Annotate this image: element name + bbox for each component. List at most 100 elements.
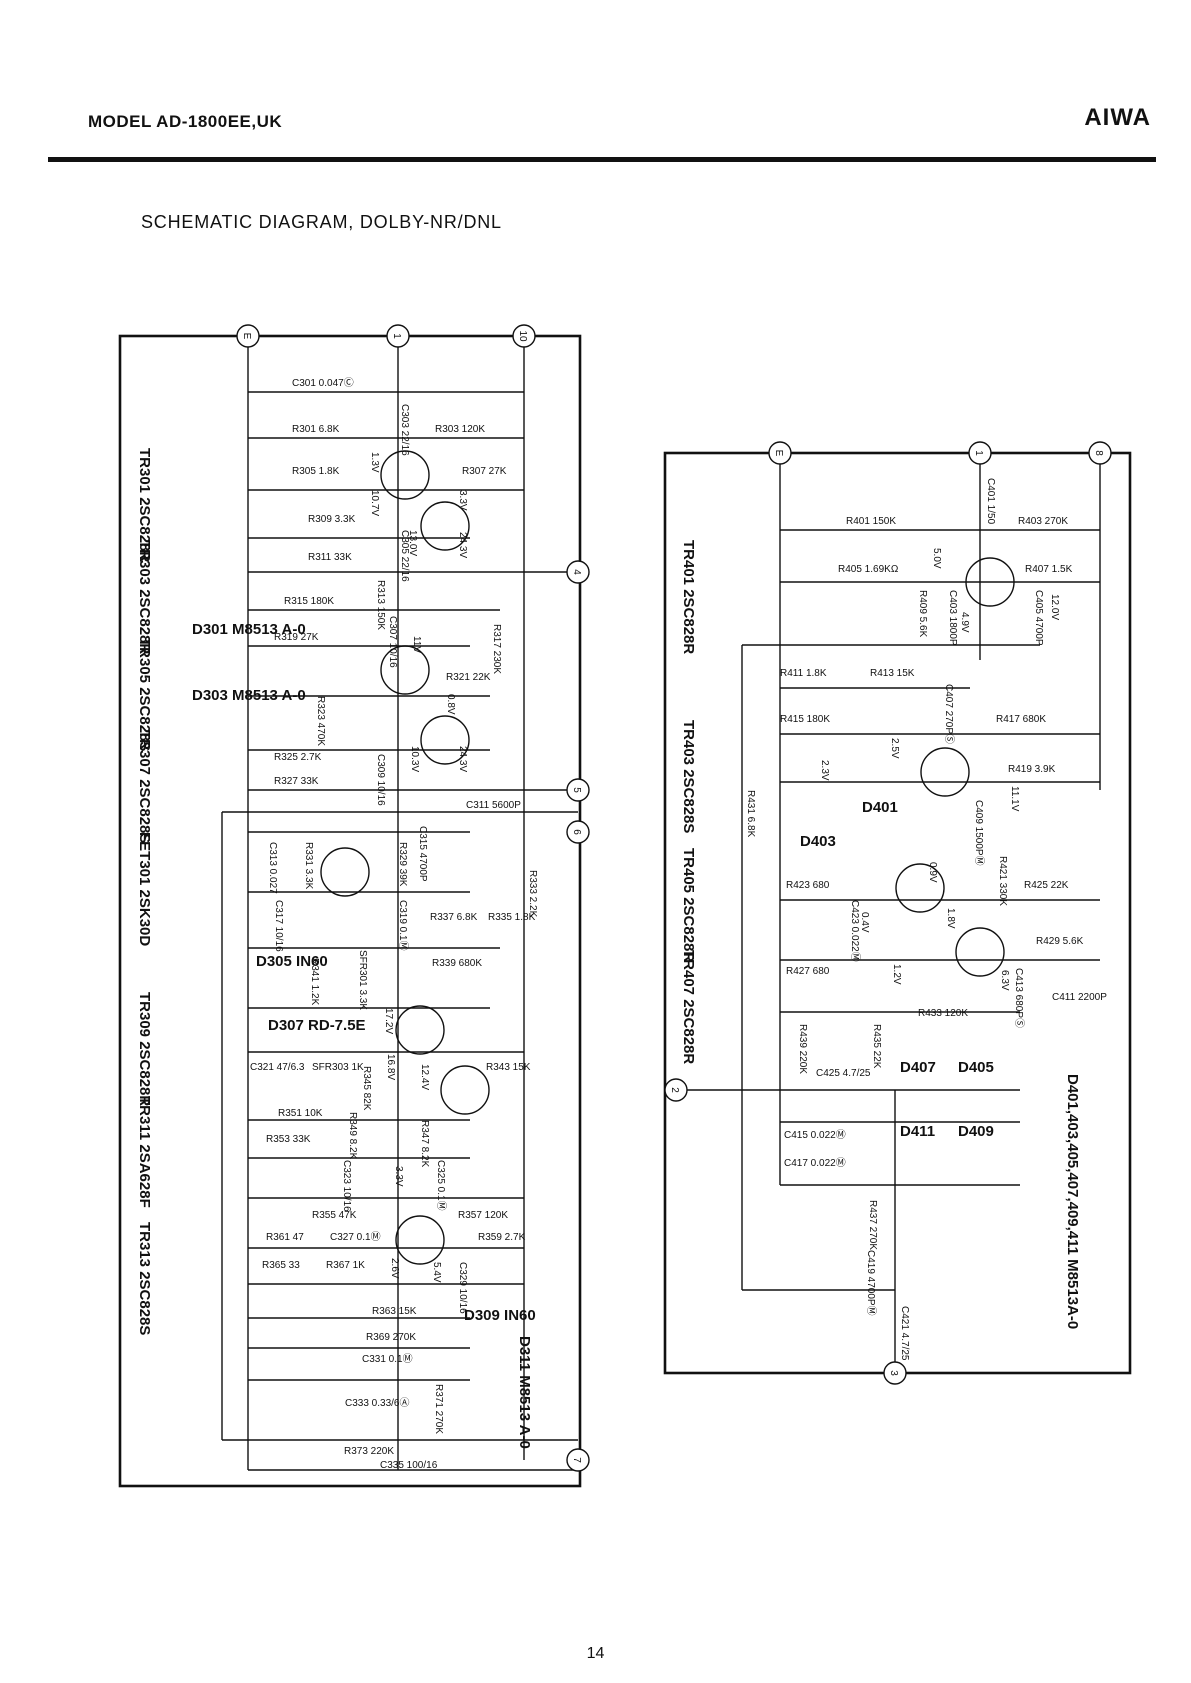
component-label: C313 0.027 xyxy=(267,842,278,894)
transistor-symbol xyxy=(420,715,470,765)
component-label: C423 0.022Ⓜ xyxy=(849,900,861,962)
voltage-label: 1.3V xyxy=(369,452,380,473)
right-voltage-labels: 5.0V 4.9V 12.0V 2.5V 2.3V 11.1V 0.9V 0.4… xyxy=(819,548,1060,991)
component-label: R373 220K xyxy=(344,1446,394,1457)
diode-label: D401 xyxy=(862,799,898,816)
voltage-label: 0.4V xyxy=(859,912,870,933)
component-label: R311 33K xyxy=(308,552,352,563)
component-label: R423 680 xyxy=(786,880,830,891)
left-horizontal-wires xyxy=(222,391,578,1471)
transistor-label: TR401 2SC828R xyxy=(680,540,697,654)
left-board-frame xyxy=(118,334,582,1488)
component-label: R307 27K xyxy=(462,466,507,477)
connector-label: 7 xyxy=(571,1457,582,1463)
connector-label: 1 xyxy=(973,450,984,456)
voltage-label: 10.3V xyxy=(409,746,420,772)
diode-note: D401,403,405,407,409,411 M8513A-0 xyxy=(1064,1074,1081,1329)
transistor-label: TR313 2SC828S xyxy=(136,1222,153,1335)
component-label: C333 0.33/6Ⓐ xyxy=(345,1397,410,1409)
right-diode-labels: D401 D403 D407 D405 D411 D409 D401,403,4… xyxy=(800,799,1081,1329)
component-label: C303 22/16 xyxy=(399,404,410,456)
component-label: C401 1/50 xyxy=(985,478,996,525)
component-label: R435 22K xyxy=(871,1024,882,1069)
model-header: MODEL AD-1800EE,UK xyxy=(88,112,283,131)
transistor-symbol xyxy=(955,927,1005,977)
left-diode-labels: D301 M8513 A-0 D303 M8513 A-0 D305 IN60 … xyxy=(192,621,536,1449)
component-label: R301 6.8K xyxy=(292,424,340,435)
transistor-symbol xyxy=(380,450,430,500)
component-label: C331 0.1Ⓜ xyxy=(362,1353,413,1365)
connector-label: 8 xyxy=(1093,450,1104,456)
component-label: C413 680PⓈ xyxy=(1013,968,1025,1028)
component-label: R363 15K xyxy=(372,1306,417,1317)
transistor-label: TR305 2SC828S xyxy=(136,638,153,751)
component-label: C309 10/16 xyxy=(375,754,386,806)
component-label: R357 120K xyxy=(458,1210,508,1221)
transistor-label: TR405 2SC828R xyxy=(680,848,697,962)
connector-label: 1 xyxy=(391,333,402,339)
component-label: R317 230K xyxy=(491,624,502,674)
component-label: R427 680 xyxy=(786,966,830,977)
component-label: R437 270K xyxy=(867,1200,878,1250)
component-label: R439 220K xyxy=(797,1024,808,1074)
transistor-symbol xyxy=(395,1005,445,1055)
component-label: R413 15K xyxy=(870,668,915,679)
transistor-symbol xyxy=(440,1065,490,1115)
voltage-label: 13.0V xyxy=(407,530,418,556)
component-label: C405 4700P xyxy=(1033,590,1044,646)
left-transistor-list: TR301 2SC828R TR303 2SC828R TR305 2SC828… xyxy=(136,448,153,1335)
right-transistors xyxy=(895,557,1015,977)
voltage-label: 3.3V xyxy=(393,1166,404,1187)
component-label: R433 120K xyxy=(918,1008,968,1019)
component-label: R329 39K xyxy=(397,842,408,887)
component-label: R417 680K xyxy=(996,714,1046,725)
voltage-label: 12.0V xyxy=(1049,594,1060,620)
component-label: R323 470K xyxy=(315,696,326,746)
component-label: R315 180K xyxy=(284,596,334,607)
transistor-symbol xyxy=(920,747,970,797)
diode-label: D303 M8513 A-0 xyxy=(192,687,306,704)
component-label: R419 3.9K xyxy=(1008,764,1056,775)
component-label: C321 47/6.3 xyxy=(250,1062,305,1073)
voltage-label: 2.6V xyxy=(389,1258,400,1279)
voltage-label: 11.1V xyxy=(1009,786,1020,812)
component-label: C335 100/16 xyxy=(380,1460,438,1471)
voltage-label: 12.4V xyxy=(419,1064,430,1090)
diode-label: D405 xyxy=(958,1059,994,1076)
component-label: C411 2200P xyxy=(1052,992,1107,1003)
diode-label: D307 RD-7.5E xyxy=(268,1017,366,1034)
component-label: R313 150K xyxy=(375,580,386,630)
transistor-label: TR309 2SC828R xyxy=(136,992,153,1106)
connector-label: 5 xyxy=(571,787,582,793)
transistor-symbol xyxy=(420,501,470,551)
component-label: C323 10/16 xyxy=(341,1160,352,1212)
voltage-label: 1.2V xyxy=(891,964,902,985)
diode-label: D301 M8513 A-0 xyxy=(192,621,306,638)
component-label: R341 1.2K xyxy=(309,958,320,1006)
connector-label: 4 xyxy=(571,569,582,575)
connector-label: E xyxy=(773,450,784,457)
transistor-label: TR301 2SC828R xyxy=(136,448,153,562)
right-horizontal-wires xyxy=(676,529,1100,1291)
component-label: R353 33K xyxy=(266,1134,311,1145)
voltage-label: 0.8V xyxy=(445,694,456,715)
diode-label: D309 IN60 xyxy=(464,1307,536,1324)
connector-label: 6 xyxy=(571,829,582,835)
voltage-label: 1.8V xyxy=(945,908,956,929)
left-component-labels: C301 0.047Ⓒ C303 22/16 R301 6.8K R303 12… xyxy=(250,377,538,1471)
left-connectors: E 1 10 4 5 6 7 xyxy=(236,324,590,1472)
voltage-label: 3.3V xyxy=(457,490,468,511)
component-label: R369 270K xyxy=(366,1332,416,1343)
voltage-label: 10.7V xyxy=(369,490,380,516)
component-label: C415 0.022Ⓜ xyxy=(784,1129,846,1141)
transistor-label: TR403 2SC828S xyxy=(680,720,697,833)
component-label: R371 270K xyxy=(433,1384,444,1434)
component-label: R405 1.69KΩ xyxy=(838,564,899,575)
component-label: R347 8.2K xyxy=(419,1120,430,1168)
component-label: R305 1.8K xyxy=(292,466,340,477)
component-label: C325 0.1Ⓜ xyxy=(435,1160,447,1211)
component-label: R325 2.7K xyxy=(274,752,322,763)
diode-label: D311 M8513 A-0 xyxy=(516,1336,533,1449)
transistor-label: TR307 2SC828S xyxy=(136,730,153,843)
component-label: R365 33 xyxy=(262,1260,300,1271)
